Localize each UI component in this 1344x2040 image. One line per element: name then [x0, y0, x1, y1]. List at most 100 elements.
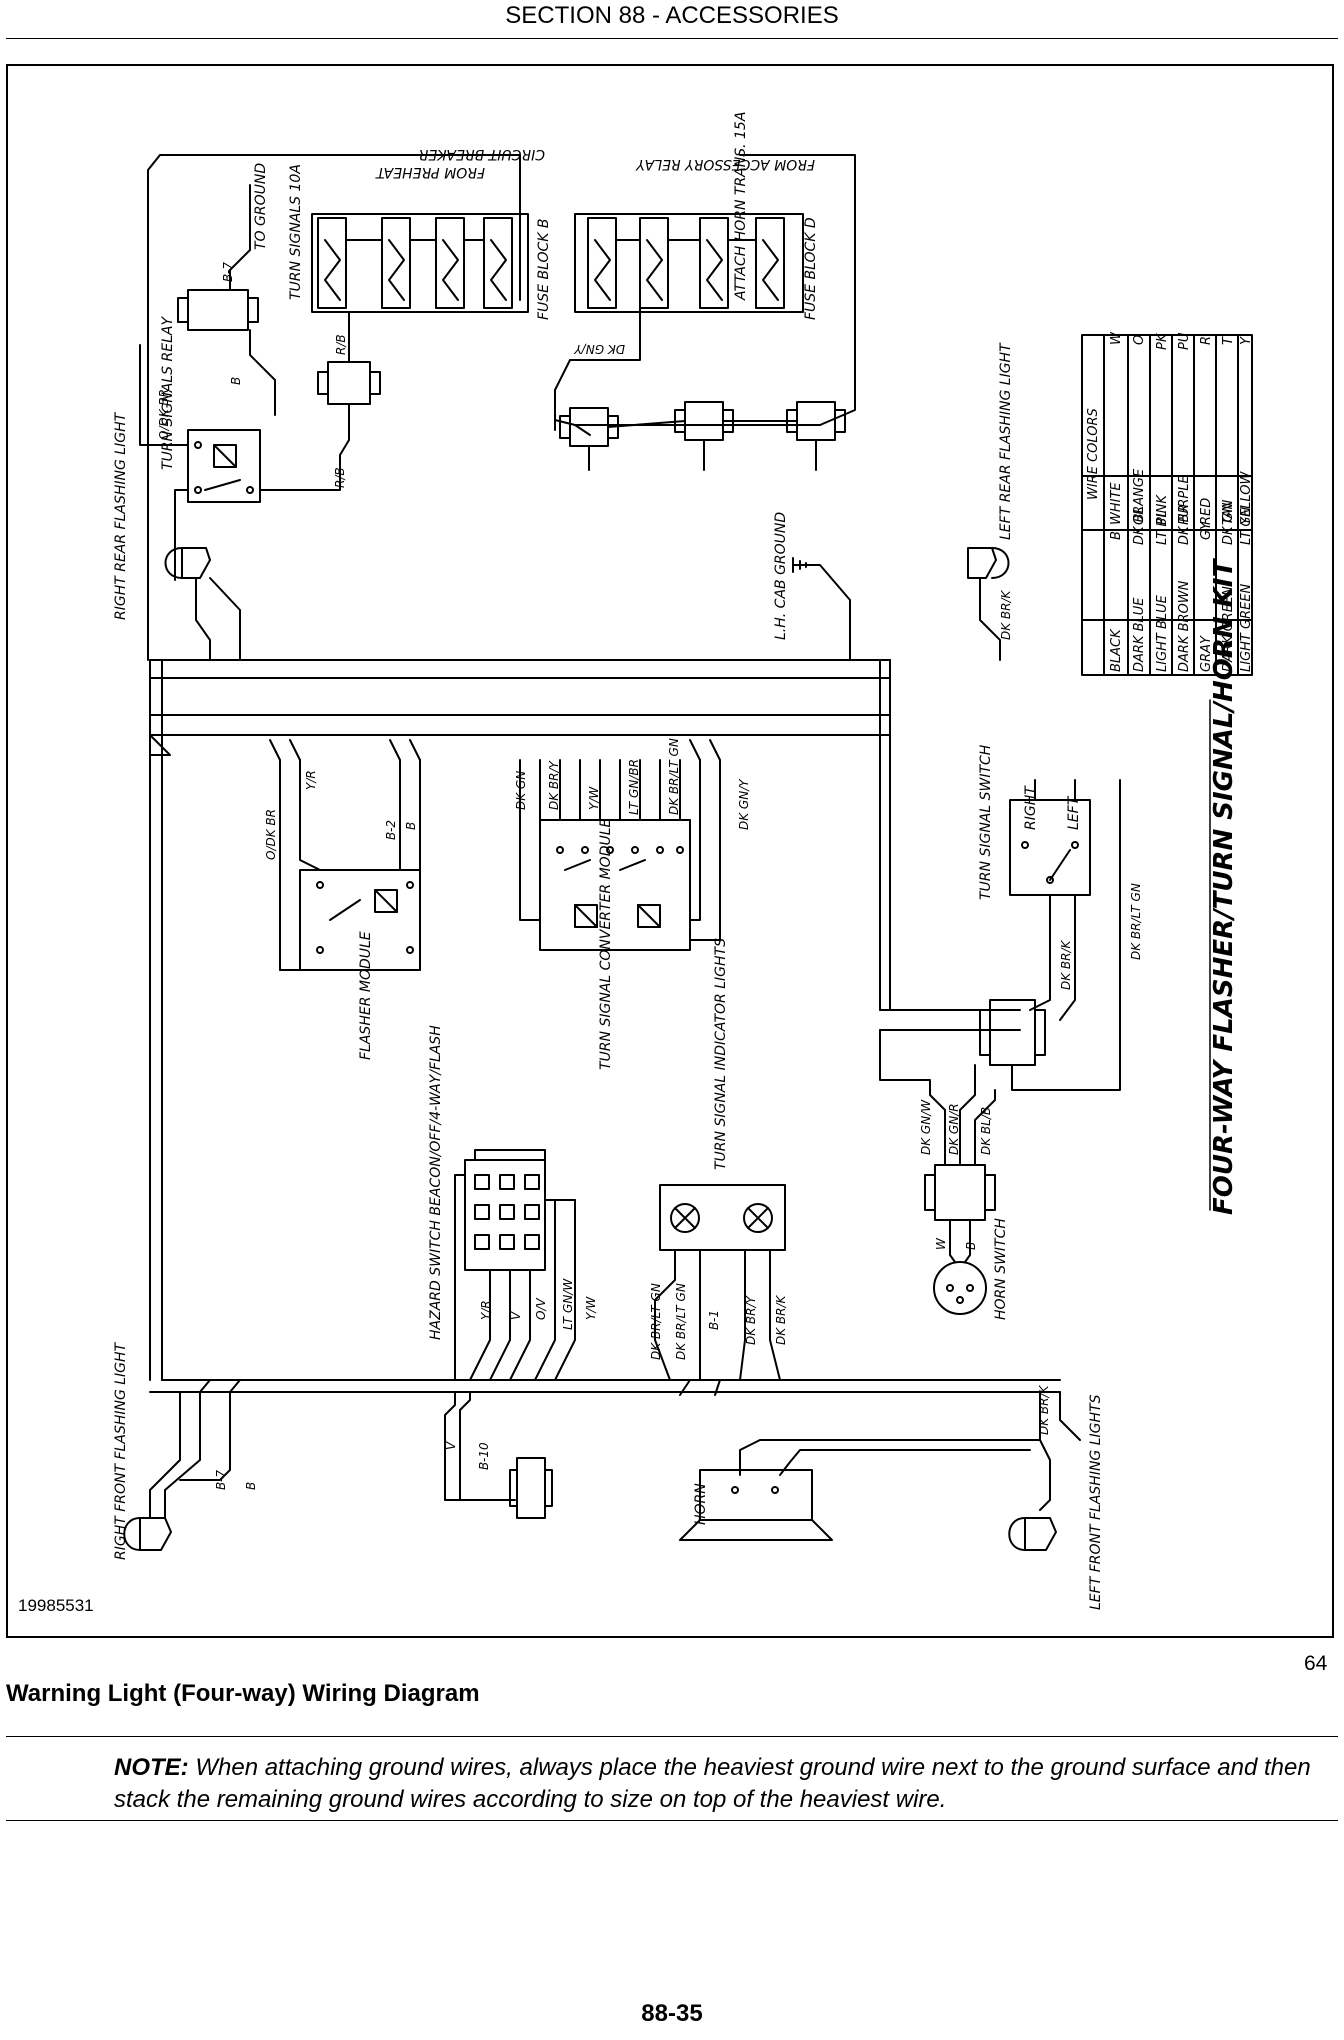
left-front-lights	[1008, 1517, 1057, 1551]
wire-label: V	[444, 1441, 458, 1450]
wire-label: Y/W	[587, 786, 601, 810]
ground-connector	[177, 184, 276, 416]
wire-label: LT GN/W	[561, 1278, 575, 1330]
switch-connector	[979, 779, 1121, 1091]
wire-color-code: Y	[1239, 336, 1254, 345]
wire-color-code: DK BL	[1132, 506, 1147, 545]
label-fuse-block-d: FUSE BLOCK D	[803, 217, 819, 320]
wire-color-code: PK	[1155, 332, 1170, 350]
flasher-module	[269, 739, 421, 971]
label-right-front-light: RIGHT FRONT FLASHING LIGHT	[113, 1341, 129, 1560]
wire-label: DK GN	[514, 771, 528, 810]
lh-cab-ground	[792, 557, 851, 661]
turn-signal-switch	[1009, 779, 1091, 1021]
right-rear-light	[164, 547, 241, 661]
wire-color-name: GRAY	[1199, 635, 1214, 672]
converter-module	[519, 739, 721, 951]
label-horn: HORN	[693, 1483, 709, 1525]
wire-color-code: GY	[1199, 521, 1214, 540]
label-circuit-breaker: CIRCUIT BREAKER	[419, 146, 545, 162]
wire-label: DK BR/K	[1037, 1384, 1051, 1435]
rb-connector	[259, 311, 381, 491]
front-wiring	[444, 1391, 1081, 1511]
wire-color-code: W	[1109, 331, 1124, 345]
wire-label: Y/W	[584, 1296, 598, 1320]
label-attach-horn: ATTACH HORN TRANS. 15A	[733, 112, 749, 301]
wire-color-code: T	[1221, 336, 1236, 345]
wire-label: DK BL/B	[979, 1107, 993, 1155]
label-right-rear-light: RIGHT REAR FLASHING LIGHT	[113, 411, 129, 620]
label-left: LEFT	[1066, 795, 1082, 830]
wire-label: Y/R	[304, 770, 318, 790]
wire-label: DK BR/K	[999, 589, 1013, 640]
wire-color-code: LT BL	[1155, 510, 1170, 545]
label-fuse-block-b: FUSE BLOCK B	[536, 219, 552, 321]
note-text: When attaching ground wires, always plac…	[114, 1754, 1311, 1813]
wire-label: DK GN/Y	[737, 778, 751, 830]
section-header: SECTION 88 - ACCESSORIES	[505, 2, 839, 29]
figure-number: 64	[1304, 1652, 1328, 1675]
wire-label: W	[934, 1237, 948, 1250]
wire-label: DK GN/Y	[573, 342, 625, 356]
wire-colors-text: WIRE COLORS BLACK B WHITE W DARK BLUE DK…	[1086, 331, 1254, 672]
wire-color-code: DK GN	[1221, 502, 1236, 545]
label-horn-switch: HORN SWITCH	[993, 1218, 1009, 1320]
wire-label: O/V	[534, 1298, 548, 1320]
wire-label: DK BR/K	[774, 1294, 788, 1345]
wire-label: Y/R	[479, 1300, 493, 1320]
page-number: 88-35	[641, 2000, 703, 2027]
wire-color-name: ORANGE	[1132, 468, 1147, 525]
wire-label: B-7	[221, 262, 235, 282]
wire-label: R/B	[333, 467, 347, 488]
note-label: NOTE:	[114, 1754, 189, 1781]
label-right: RIGHT	[1023, 785, 1039, 830]
wire-colors-table	[1081, 334, 1253, 676]
wire-label: DK GN/W	[919, 1099, 933, 1155]
wire-color-name: TAN	[1221, 499, 1236, 525]
wire-label: DK BR/LT GN	[674, 1283, 688, 1360]
label-hazard-switch: HAZARD SWITCH BEACON/OFF/4-WAY/FLASH	[428, 1025, 444, 1340]
wire-color-name: BLACK	[1109, 628, 1124, 672]
wire-color-code: O	[1132, 335, 1147, 345]
wire-color-code: B	[1109, 531, 1124, 540]
wire-label: DK BR/LT GN	[649, 1283, 663, 1360]
wire-label: LT GN/BR	[627, 759, 641, 815]
part-number: 19985531	[18, 1596, 94, 1615]
label-left-front-lights: LEFT FRONT FLASHING LIGHTS	[1088, 1394, 1104, 1610]
wire-label: DK BR/K	[1059, 939, 1073, 990]
wire-color-code: DK BR	[1177, 504, 1192, 545]
fuse-block-b	[311, 213, 529, 313]
wire-color-name: DARK GREEN	[1221, 586, 1236, 672]
wire-color-name: WHITE	[1109, 482, 1124, 525]
wire-color-name: PINK	[1155, 494, 1170, 525]
note-block: NOTE: When attaching ground wires, alway…	[114, 1752, 1344, 1816]
wire-label: B-2	[384, 820, 398, 840]
wire-color-name: LIGHT BLUE	[1155, 594, 1170, 672]
wire-label: DK BR/LT GN	[1129, 883, 1143, 960]
label-turn-signals-10a: TURN SIGNALS 10A	[288, 164, 304, 300]
wire-color-code: LT GN	[1239, 506, 1254, 545]
diagram-frame	[6, 64, 1334, 1638]
wire-label: DK BR/LT GN	[667, 738, 681, 815]
wire-colors-title: WIRE COLORS	[1086, 408, 1101, 500]
turn-signals-relay	[139, 344, 261, 581]
horn-switch	[879, 1029, 996, 1315]
wire-color-name: YELLOW	[1239, 471, 1254, 525]
wire-color-name: LIGHT GREEN	[1239, 583, 1254, 672]
wire-label: B	[229, 377, 243, 385]
wire-color-code: R	[1199, 336, 1214, 345]
label-lh-cab-ground: L.H. CAB GROUND	[773, 512, 789, 640]
label-converter-module: TURN SIGNAL CONVERTER MODULE	[598, 818, 614, 1070]
label-flasher-module: FLASHER MODULE	[358, 931, 374, 1060]
wire-color-name: DARK BLUE	[1132, 597, 1147, 672]
wire-label: B	[964, 1242, 978, 1250]
wire-label: B-1	[707, 1310, 721, 1330]
label-from-accessory-relay: FROM ACCESSORY RELAY	[635, 156, 815, 172]
header-rule	[6, 38, 1338, 39]
note-bottom-rule	[6, 1820, 1338, 1821]
figure-caption: Warning Light (Four-way) Wiring Diagram	[6, 1680, 480, 1707]
horn	[679, 1469, 833, 1541]
wire-label: B	[404, 822, 418, 830]
note-top-rule	[6, 1736, 1338, 1737]
fuse-feed-wiring	[147, 154, 856, 661]
